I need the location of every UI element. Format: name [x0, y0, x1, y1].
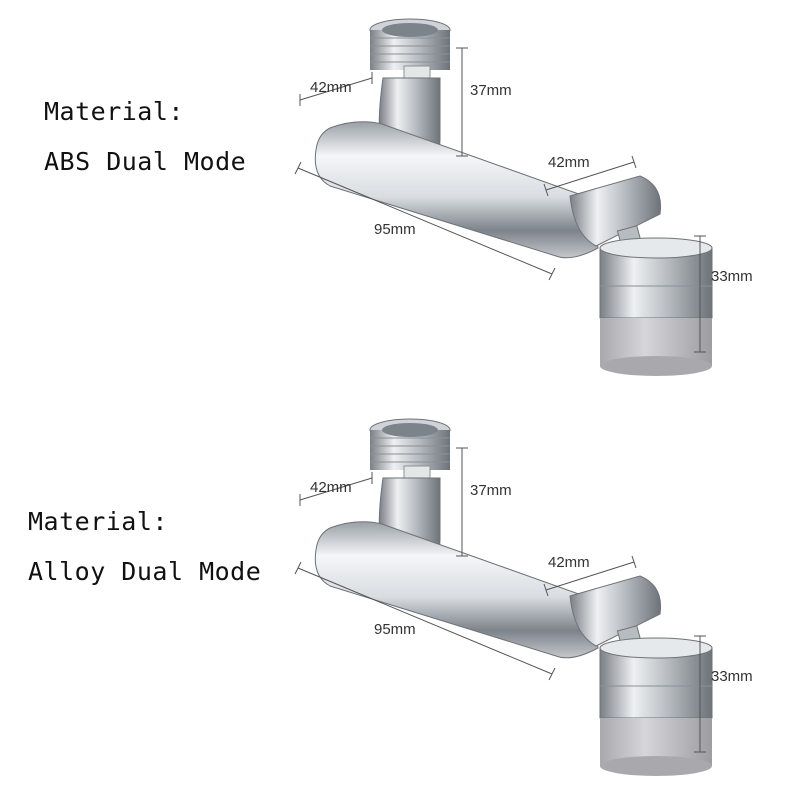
- aerator-head: [599, 637, 713, 776]
- arm-length-label: 95mm: [374, 621, 416, 638]
- aerator-height-label: 33mm: [711, 668, 753, 685]
- inlet-width-label: 42mm: [310, 79, 352, 96]
- material-value: ABS Dual Mode: [44, 147, 247, 176]
- product-panel-abs: Material: ABS Dual Mode 42mm 37mm 95mm 4…: [44, 18, 753, 376]
- joint-width-label: 42mm: [548, 554, 590, 571]
- joint-width-label: 42mm: [548, 154, 590, 171]
- rotating-joint: [569, 175, 662, 247]
- swivel-arm: [314, 121, 599, 259]
- material-label: Material:: [44, 97, 184, 126]
- faucet-illustration-abs: [294, 18, 713, 376]
- inlet-height-label: 37mm: [470, 82, 512, 99]
- dimension-lines: [294, 447, 706, 753]
- inlet-width-label: 42mm: [310, 479, 352, 496]
- aerator-head: [599, 237, 713, 376]
- aerator-height-label: 33mm: [711, 268, 753, 285]
- rotating-joint: [569, 575, 662, 647]
- dimension-lines: [294, 47, 706, 353]
- product-panel-alloy: Material: Alloy Dual Mode 42mm 37mm 95mm…: [0, 400, 800, 800]
- material-label: Material:: [28, 507, 168, 536]
- inlet-height-label: 37mm: [470, 482, 512, 499]
- inlet-thread: [369, 418, 451, 481]
- material-value: Alloy Dual Mode: [28, 557, 262, 586]
- arm-length-label: 95mm: [374, 221, 416, 238]
- inlet-thread: [369, 18, 451, 81]
- swivel-arm: [314, 521, 599, 659]
- faucet-illustration-alloy: [294, 418, 713, 776]
